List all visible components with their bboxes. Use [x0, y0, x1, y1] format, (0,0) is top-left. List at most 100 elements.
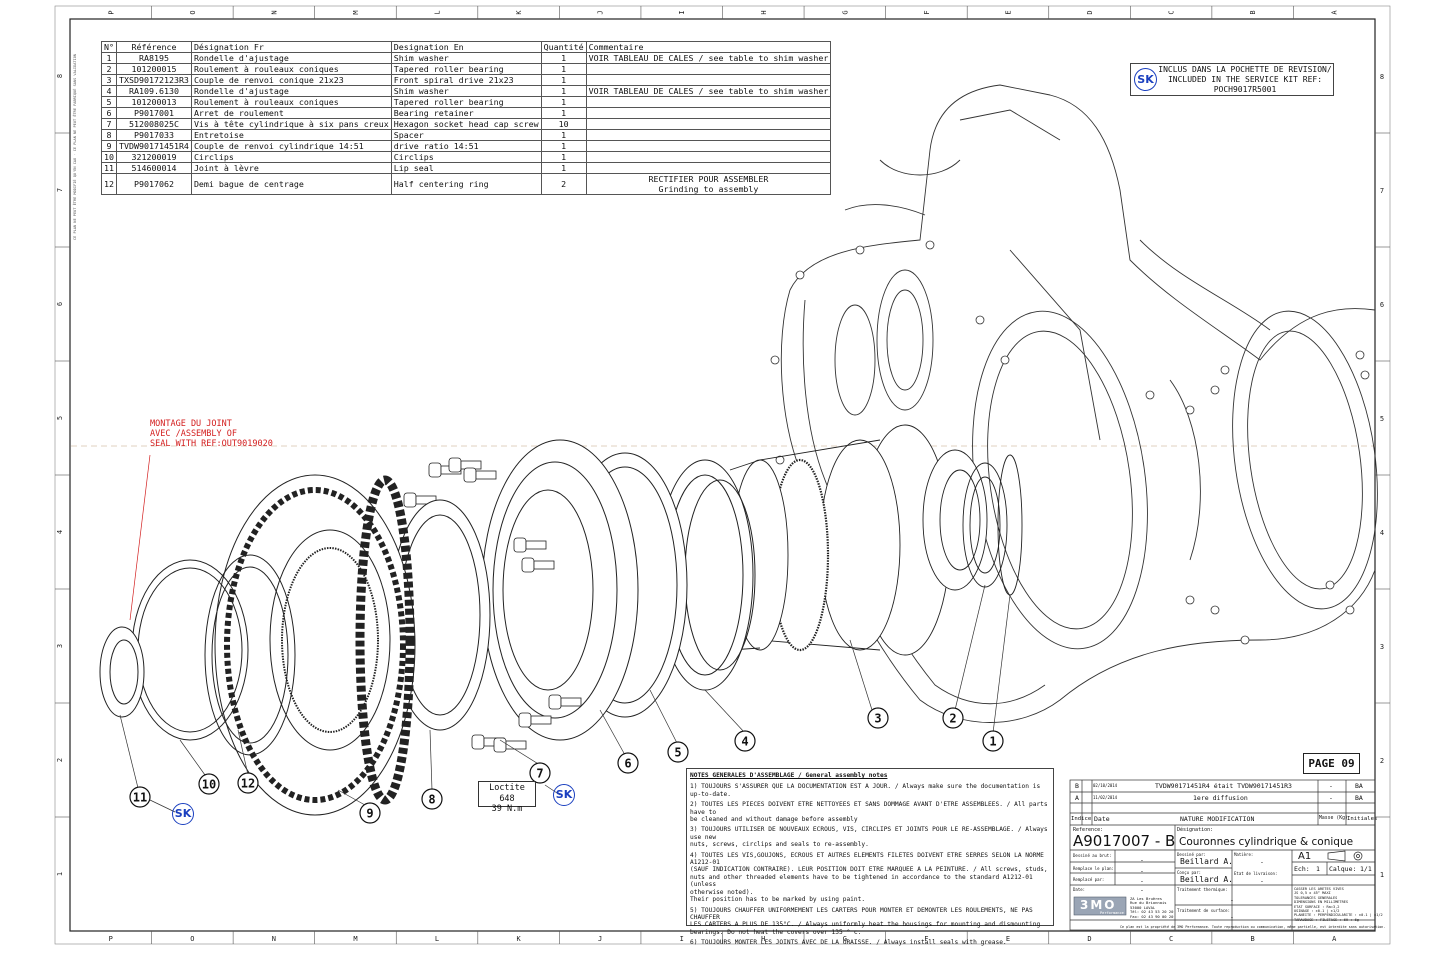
- note-item: 4) TOUTES LES VIS,GOUJONS, ECROUS ET AUT…: [690, 851, 1048, 904]
- bom-cell-designation-en: Circlips: [390, 151, 542, 163]
- seal-note-line3: SEAL WITH REF:OUT9019020: [150, 439, 273, 449]
- row-marker: 6: [56, 302, 64, 306]
- bom-cell-designation-fr: Vis à tête cylindrique à six pans creux: [190, 118, 392, 130]
- bom-cell-designation-fr: Circlips: [190, 151, 392, 163]
- note-item: 5) TOUJOURS CHAUFFER UNIFORMEMENT LES CA…: [690, 906, 1041, 936]
- column-marker: P: [107, 10, 115, 14]
- bom-cell-comment: RECTIFIER POUR ASSEMBLER Grinding to ass…: [585, 173, 832, 195]
- seal-note-line2: AVEC /ASSEMBLY OF: [150, 429, 237, 439]
- bom-cell-designation-fr: Rondelle d'ajustage: [190, 52, 392, 64]
- bom-cell-reference: 101200013: [116, 96, 192, 108]
- seal-assembly-note: MONTAGE DU JOINT AVEC /ASSEMBLY OF SEAL …: [150, 419, 273, 449]
- cap-screw: [513, 537, 547, 553]
- loctite-torque: 39 N.m: [491, 804, 523, 814]
- bom-cell-designation-fr: Rondelle d'ajustage: [190, 85, 392, 97]
- rev-a-indice: A: [1075, 794, 1079, 802]
- bill-of-materials: N° Référence Désignation Fr Designation …: [101, 41, 832, 195]
- concu-label: Conçu par:: [1177, 870, 1202, 875]
- bom-cell-reference: TVDW90171451R4: [116, 140, 192, 152]
- rev-b-indice: B: [1075, 782, 1079, 790]
- bom-header-no: N°: [101, 41, 117, 53]
- bom-cell-reference: P9017001: [116, 107, 192, 119]
- rev-b-mass: -: [1329, 782, 1333, 790]
- row-marker: 7: [1380, 187, 1384, 195]
- bom-cell-designation-en: Shim washer: [390, 85, 542, 97]
- column-marker: L: [435, 935, 439, 943]
- bom-cell-quantity: 1: [540, 52, 587, 64]
- bom-cell-no: 3: [101, 74, 117, 86]
- seal-note-line1: MONTAGE DU JOINT: [150, 419, 232, 429]
- bom-cell-quantity: 1: [540, 63, 587, 75]
- cap-screw: [548, 694, 582, 710]
- balloon-number: 9: [366, 807, 373, 821]
- row-marker: 1: [56, 872, 64, 876]
- leader-lines: [119, 454, 1011, 813]
- bom-cell-reference: 101200015: [116, 63, 192, 75]
- rev-header-initials: Initiales: [1347, 816, 1378, 822]
- bom-cell-reference: 512008025C: [116, 118, 192, 130]
- bearing-retainer: [481, 439, 639, 741]
- row-marker: 2: [56, 758, 64, 762]
- column-marker: N: [270, 10, 278, 14]
- reference-number: A9017007: [1073, 832, 1151, 850]
- bom-cell-quantity: 1: [540, 129, 587, 141]
- bom-cell-quantity: 1: [540, 96, 587, 108]
- bom-cell-no: 1: [101, 52, 117, 64]
- column-marker: L: [434, 10, 442, 14]
- half-centering-ring: [204, 554, 296, 756]
- column-marker: K: [516, 935, 521, 943]
- rev-a-mass: -: [1329, 794, 1333, 802]
- balloon-number: 7: [536, 767, 543, 781]
- row-marker: 7: [56, 188, 64, 192]
- bom-header-designation-en: Designation En: [390, 41, 542, 53]
- matiere-label: Matière:: [1234, 852, 1254, 857]
- sk-badge-lip-seal: SK: [172, 803, 194, 825]
- balloon-number: 11: [133, 791, 147, 805]
- row-marker: 6: [1380, 301, 1384, 309]
- balloon-circle: [198, 773, 220, 795]
- traitement-thermique-value: -: [1230, 896, 1234, 904]
- balloon-number: 2: [949, 712, 956, 726]
- bom-cell-quantity: 1: [540, 151, 587, 163]
- column-marker: N: [272, 935, 276, 943]
- bom-cell-no: 12: [101, 173, 117, 195]
- bom-cell-comment: [585, 96, 832, 108]
- side-note: CE PLAN NE PEUT ÊTRE MODIFIÉ QU'EN CAO ·…: [72, 54, 77, 240]
- rev-b-modification: TVDW90171451R4 était TVDW90171451R3: [1155, 782, 1292, 790]
- bom-cell-reference: RA109.6130: [116, 85, 192, 97]
- title-block-frame: [1069, 779, 1376, 931]
- sk-badge-screws: SK: [553, 784, 575, 806]
- column-marker: J: [598, 935, 602, 943]
- bom-cell-quantity: 1: [540, 140, 587, 152]
- bom-cell-designation-en: drive ratio 14:51: [390, 140, 542, 152]
- bom-header-reference: Référence: [116, 41, 192, 53]
- company-address: ZA Les Bruères Rue du Brionnais 53000 LA…: [1130, 896, 1174, 919]
- column-marker: A: [1331, 10, 1339, 15]
- row-marker: 8: [1380, 73, 1384, 81]
- column-marker: O: [189, 10, 197, 14]
- column-marker: M: [352, 10, 360, 14]
- balloon-circle: [867, 707, 889, 729]
- column-marker: F: [923, 10, 931, 14]
- reference-index: B: [1165, 832, 1176, 850]
- bom-cell-reference: TXSD90172123R3: [116, 74, 192, 86]
- bom-cell-reference: P9017033: [116, 129, 192, 141]
- balloon-number: 5: [674, 746, 681, 760]
- note-item: 3) TOUJOURS UTILISER DE NOUVEAUX ECROUS,…: [690, 826, 1048, 849]
- remplace-label: Remplace le plan:: [1073, 866, 1114, 871]
- row-marker: 4: [56, 530, 64, 534]
- column-marker: C: [1168, 10, 1176, 14]
- loctite-torque-box: Loctite 648 39 N.m: [478, 781, 536, 814]
- cap-screws: [403, 457, 582, 753]
- bom-cell-designation-en: Half centering ring: [390, 173, 542, 195]
- traitement-surface-label: Traitement de surface:: [1177, 908, 1230, 913]
- column-marker: D: [1086, 10, 1094, 14]
- general-tolerances: CASSER LES ARETES VIVES JS 0,5 x 45° MAX…: [1294, 887, 1383, 922]
- column-marker: C: [1169, 935, 1173, 943]
- bom-cell-no: 2: [101, 63, 117, 75]
